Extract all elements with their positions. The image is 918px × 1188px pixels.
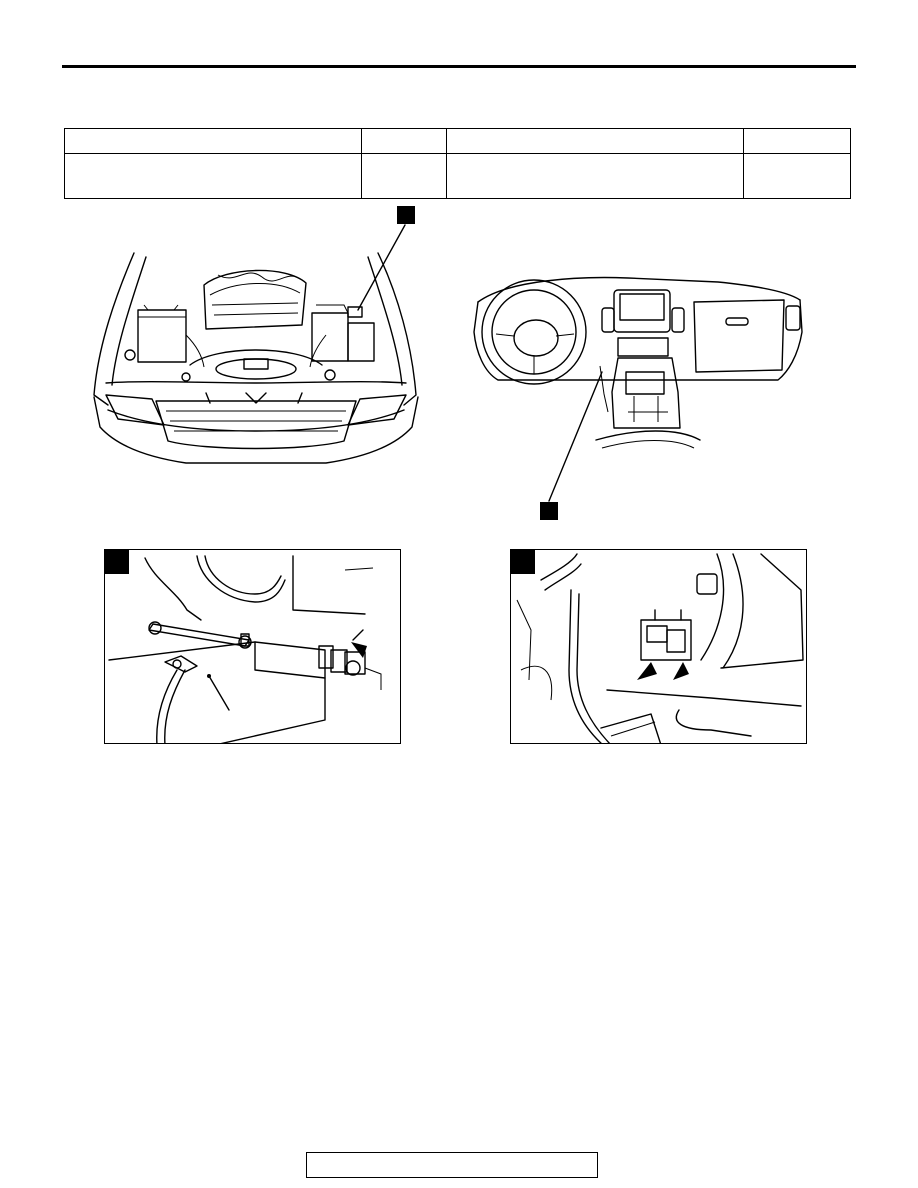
engine-detail-illustration	[105, 550, 382, 743]
table-header-cell	[64, 128, 362, 154]
table-header-row	[64, 128, 851, 154]
header-rule	[62, 65, 856, 68]
engine-compartment-illustration	[93, 206, 419, 464]
table-row	[64, 153, 851, 199]
table-header-cell	[446, 128, 744, 154]
table-cell	[361, 153, 447, 199]
panel-detail-illustration	[511, 550, 804, 743]
detail-left-frame	[104, 549, 401, 744]
detail-right-frame	[510, 549, 807, 744]
instrument-panel-illustration	[473, 276, 803, 520]
table-cell	[64, 153, 362, 199]
connector-info-table	[64, 128, 851, 199]
table-header-cell	[743, 128, 851, 154]
callout-marker	[397, 206, 415, 224]
callout-marker	[105, 550, 129, 574]
callout-marker	[511, 550, 535, 574]
table-header-cell	[361, 128, 447, 154]
footer-box	[306, 1152, 598, 1178]
table-cell	[446, 153, 744, 199]
callout-marker	[540, 502, 558, 520]
table-cell	[743, 153, 851, 199]
